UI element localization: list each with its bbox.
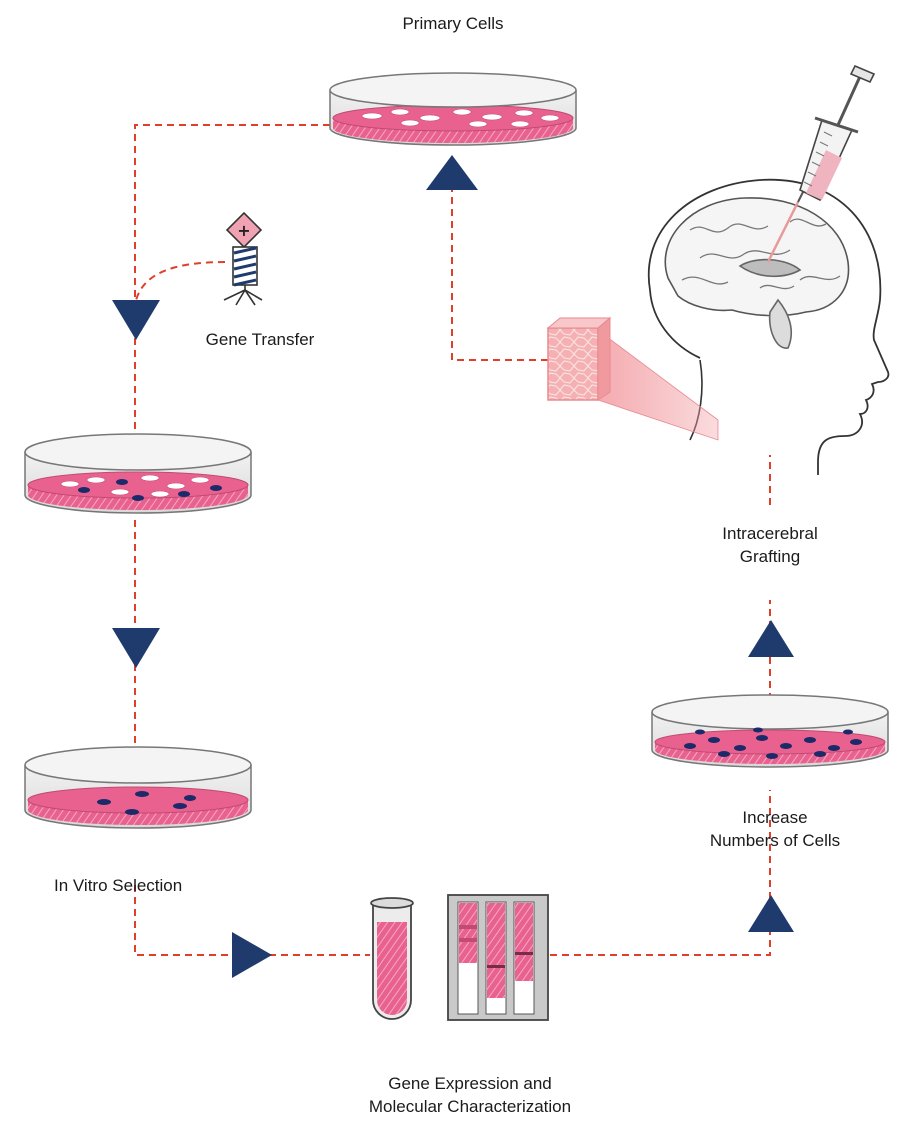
viral-vector-icon: + [224,213,262,305]
arrow-up-to-grafting [748,620,794,657]
label-increase-cells: Increase Numbers of Cells [680,806,870,852]
label-increase-line1: Increase [680,806,870,829]
svg-text:+: + [237,221,250,240]
label-primary-cells: Primary Cells [353,12,553,35]
transduced-cells-dish [25,434,251,513]
label-increase-line2: Numbers of Cells [680,829,870,852]
test-tube-icon [371,898,413,1019]
arrow-up-to-primary-cells [426,155,478,190]
gel-blot-icon [448,895,548,1020]
primary-cells-dish [330,73,576,145]
label-intracerebral-grafting: Intracerebral Grafting [690,522,850,568]
flow-line-vector-to-line [135,262,225,305]
selected-cells-dish [25,747,251,828]
expanded-cells-dish [652,695,888,767]
label-in-vitro-selection: In Vitro Selection [54,874,234,897]
flow-line-tissue-to-primary [452,190,548,360]
brain-icon [665,198,848,348]
arrow-up-to-increase [748,895,794,932]
label-gene-expression-line1: Gene Expression and [320,1072,620,1095]
label-gene-expression-line2: Molecular Characterization [320,1095,620,1118]
label-grafting-line2: Grafting [690,545,850,568]
arrow-right-to-analysis [232,932,272,978]
label-gene-transfer: Gene Transfer [170,328,350,351]
arrow-down-after-gene-transfer [112,300,160,340]
tissue-sample [548,318,718,440]
label-gene-expression: Gene Expression and Molecular Characteri… [320,1072,620,1118]
arrow-down-to-selection [112,628,160,668]
label-grafting-line1: Intracerebral [690,522,850,545]
